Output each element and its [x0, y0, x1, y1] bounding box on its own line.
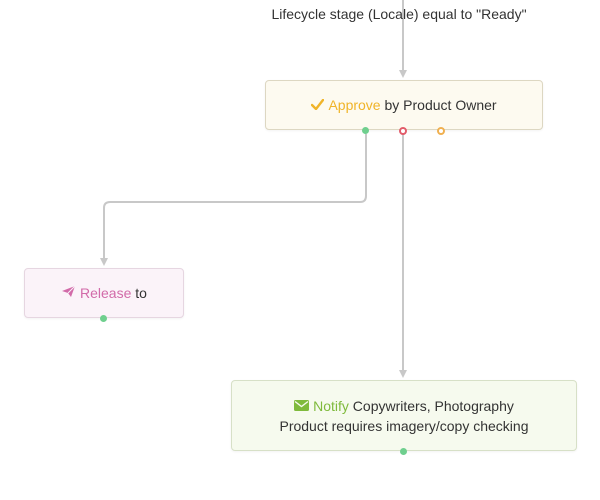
release-success-port[interactable]	[100, 315, 107, 322]
approve-step-node[interactable]: Approve by Product Owner	[265, 80, 543, 130]
release-keyword: Release	[80, 285, 132, 301]
notify-step-node[interactable]: Notify Copywriters, Photography Product …	[231, 380, 577, 451]
connector-approve-to-release[interactable]	[100, 134, 367, 266]
notify-message: Product requires imagery/copy checking	[279, 417, 529, 434]
approve-other-port[interactable]	[437, 127, 445, 135]
condition-text: Lifecycle stage (Locale) equal to "Ready…	[271, 6, 527, 22]
envelope-icon	[294, 396, 310, 416]
approve-success-port[interactable]	[362, 127, 369, 134]
check-icon	[311, 95, 325, 115]
approve-description: by Product Owner	[380, 97, 497, 113]
approve-keyword: Approve	[328, 97, 381, 113]
approve-reject-port[interactable]	[399, 127, 407, 135]
notify-keyword: Notify	[313, 397, 349, 414]
release-description: to	[131, 285, 147, 301]
transition-condition-label: Lifecycle stage (Locale) equal to "Ready…	[0, 6, 600, 22]
notify-success-port[interactable]	[400, 448, 407, 455]
paper-plane-icon	[61, 283, 76, 303]
notify-recipients: Copywriters, Photography	[348, 397, 514, 414]
release-step-node[interactable]: Release to	[24, 268, 184, 318]
